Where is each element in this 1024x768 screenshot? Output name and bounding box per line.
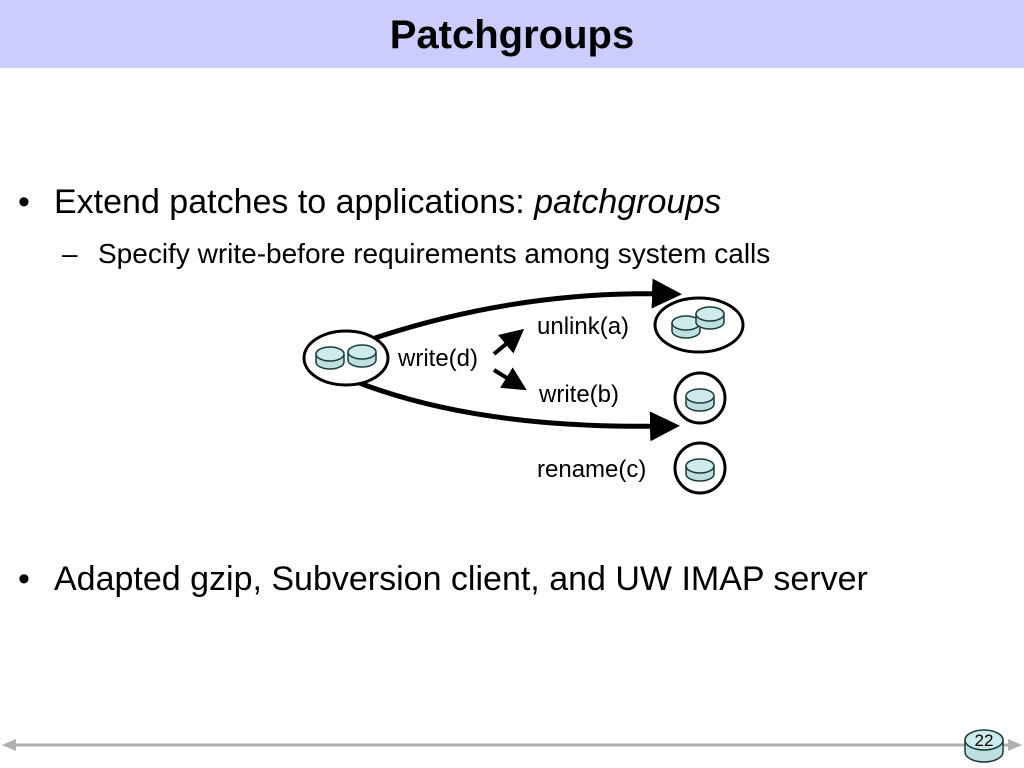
label-rename-c: rename(c) (537, 456, 646, 483)
bullet-1-emphasis: patchgroups (534, 183, 722, 221)
nav-left-arrow-icon (2, 739, 16, 751)
disk-icon (315, 346, 345, 370)
bullet-marker: • (18, 183, 30, 221)
slide-title: Patchgroups (389, 13, 635, 57)
disk-icon (695, 306, 725, 330)
page-number: 22 (975, 731, 994, 750)
nav-right-arrow-icon (1008, 739, 1022, 751)
bullet-marker: • (18, 560, 30, 598)
patchgroup-source-ellipse (302, 329, 390, 387)
disk-icon (685, 388, 715, 412)
arrow-icon (492, 328, 525, 356)
disk-icon (347, 344, 377, 368)
label-write-d: write(d) (397, 345, 478, 372)
sub-bullet-marker: – (62, 238, 78, 269)
disk-icon (685, 458, 715, 482)
title-bar (0, 0, 1024, 68)
bullet-2-text: Adapted gzip, Subversion client, and UW … (54, 560, 868, 598)
label-write-b: write(b) (538, 381, 619, 408)
bullet-1-text: Extend patches to applications: (54, 183, 535, 221)
sub-bullet-text: Specify write-before requirements among … (98, 238, 771, 269)
bullet-1-content: Extend patches to applications: patchgro… (54, 182, 721, 222)
label-unlink-a: unlink(a) (537, 313, 629, 340)
arrow-icon (356, 379, 680, 442)
arrow-icon (374, 278, 682, 341)
arrow-icon (492, 367, 527, 391)
page-number-badge: 22 (964, 729, 1004, 763)
